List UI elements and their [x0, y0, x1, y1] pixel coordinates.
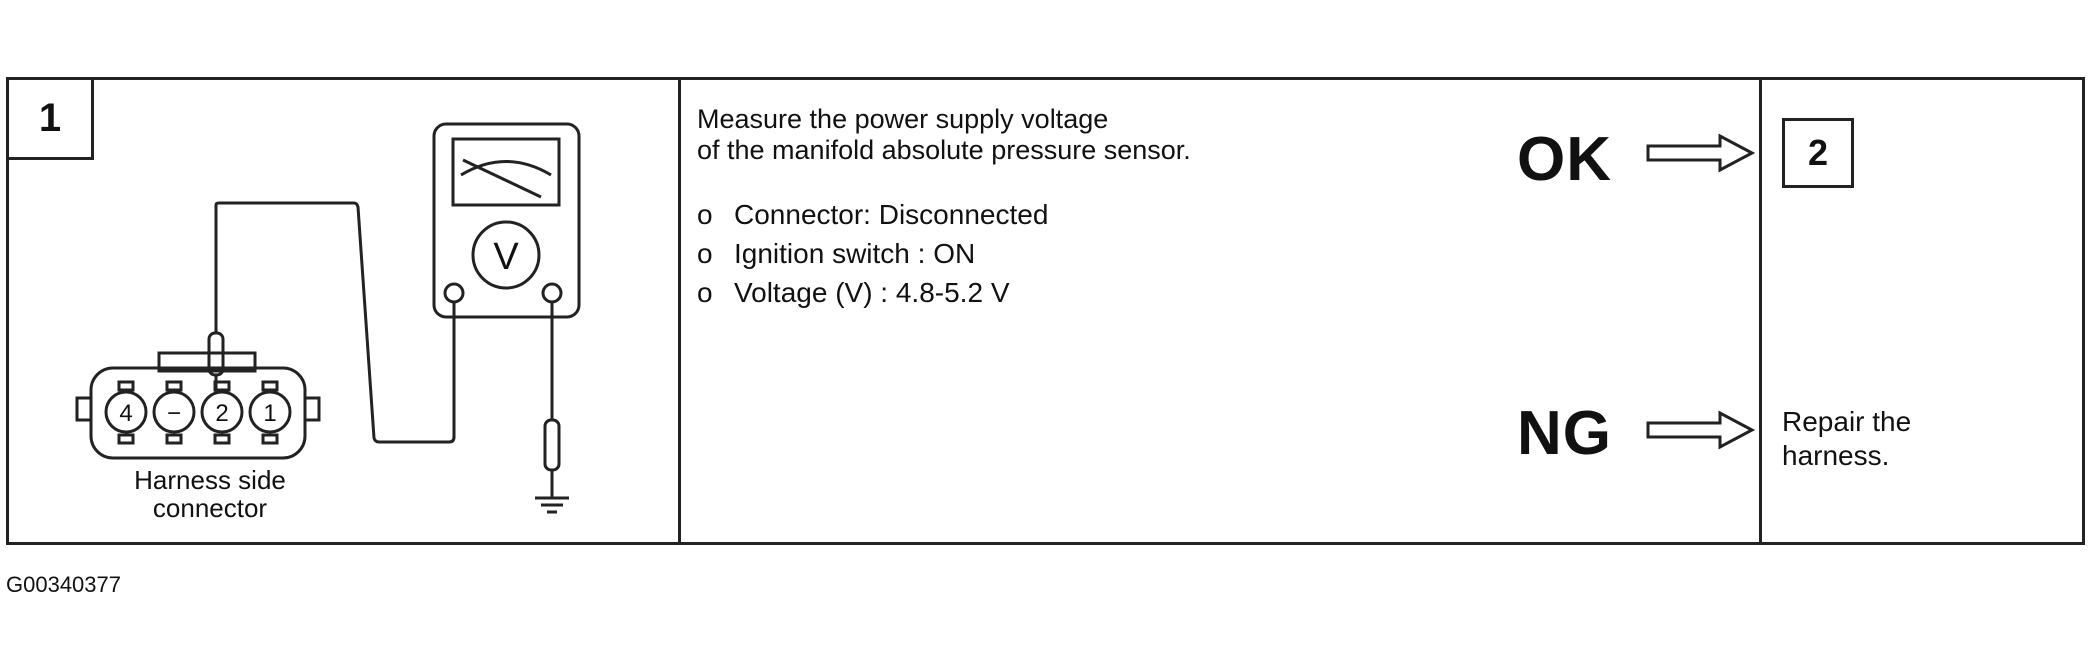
ok-arrow-icon — [1646, 133, 1756, 173]
ng-arrow-icon — [1646, 410, 1756, 450]
procedure-table: 1 — [6, 77, 2085, 545]
positive-lead — [214, 201, 456, 444]
pin-label-blank: − — [167, 400, 181, 427]
dial-needle — [462, 158, 542, 199]
instruction-line2: of the manifold absolute pressure sensor… — [697, 135, 1191, 165]
pin-2 — [200, 390, 244, 434]
voltmeter-symbol: V — [493, 236, 519, 278]
meter-terminal-negative — [541, 282, 563, 304]
connector-latch — [157, 351, 257, 373]
meter-terminal-positive — [443, 282, 465, 304]
voltmeter-body — [432, 122, 581, 319]
pin-blank — [152, 390, 196, 434]
ng-action-line2: harness. — [1782, 440, 1890, 471]
bullet-mark: o — [697, 277, 713, 308]
bullet-mark: o — [697, 238, 713, 269]
pin-1 — [248, 390, 292, 434]
next-step-box: 2 — [1782, 118, 1854, 188]
measurement-diagram: 4 − 2 1 V — [75, 122, 581, 514]
connector-label-line2: connector — [152, 493, 268, 523]
ng-label: NG — [1517, 399, 1612, 468]
dial-arc — [460, 160, 552, 177]
step-number-box: 1 — [9, 80, 94, 160]
instruction-text: Measure the power supply voltage of the … — [697, 104, 1191, 166]
instruction-line1: Measure the power supply voltage — [697, 104, 1109, 134]
ok-label: OK — [1517, 125, 1612, 194]
pin-label-2: 2 — [215, 400, 228, 427]
voltmeter-symbol-ring — [471, 220, 541, 290]
voltmeter-dial — [451, 137, 561, 207]
connector-ear-right — [303, 396, 321, 422]
bullet-mark: o — [697, 199, 713, 230]
pin-4 — [104, 390, 148, 434]
connector-label-line1: Harness side — [134, 465, 286, 495]
ng-action-line1: Repair the — [1782, 406, 1912, 437]
ground-probe — [543, 418, 561, 472]
column-divider-diagram — [678, 80, 681, 542]
column-divider-result — [1759, 80, 1762, 542]
connector-ear-left — [75, 396, 93, 422]
ng-action-text: Repair the harness. — [1782, 405, 1911, 473]
figure-code: G00340377 — [6, 572, 121, 597]
pin-label-4: 4 — [119, 400, 132, 427]
pin-label-1: 1 — [263, 400, 276, 427]
